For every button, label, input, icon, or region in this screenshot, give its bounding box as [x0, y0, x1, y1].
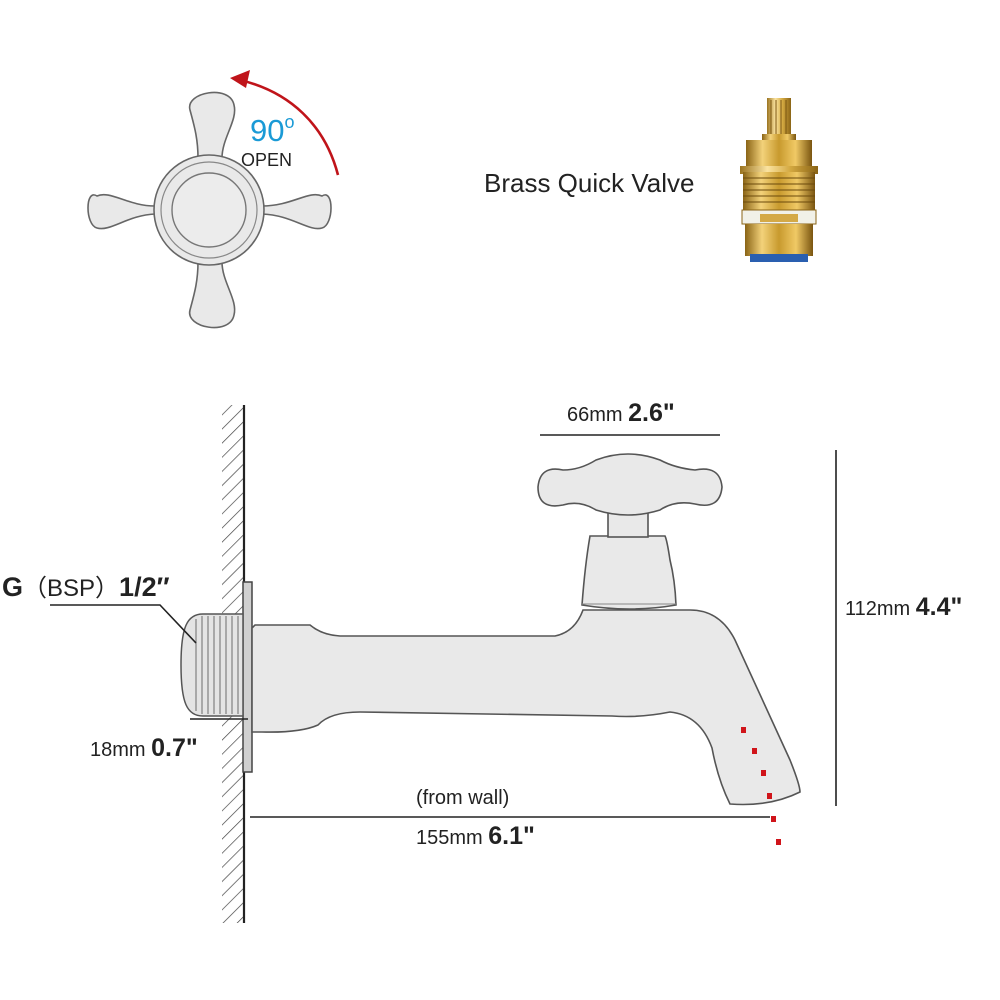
- degree-mark: o: [284, 112, 295, 132]
- open-label: OPEN: [241, 150, 293, 170]
- thread-leader-line: [50, 604, 197, 644]
- height-dimension: 112mm 4.4": [845, 593, 962, 622]
- wall-flange: [242, 581, 253, 773]
- thread-standard: （BSP）: [23, 575, 120, 602]
- thread-length-metric: 18mm: [90, 739, 146, 761]
- faucet-side-view: [251, 453, 801, 806]
- cross-handle-top-view-icon: [87, 91, 332, 329]
- thread-prefix: G: [2, 572, 24, 602]
- angle-value: 90: [250, 113, 285, 148]
- angle-label: 90o: [250, 112, 295, 149]
- height-imperial: 4.4": [915, 593, 963, 621]
- height-metric: 112mm: [845, 598, 911, 620]
- thread-length-dimension: 18mm 0.7": [90, 734, 198, 763]
- reach-metric: 155mm: [416, 827, 483, 849]
- thread-spec: G（BSP）1/2″: [2, 568, 170, 603]
- reach-dimension: 155mm 6.1": [416, 822, 535, 851]
- thread-size: 1/2″: [119, 572, 170, 602]
- rotate-open-arrow-icon: [230, 70, 340, 176]
- handle-width-dimension: 66mm 2.6": [567, 399, 675, 428]
- dimension-lines: [50, 434, 837, 818]
- handle-width-imperial: 2.6": [628, 399, 675, 427]
- valve-label: Brass Quick Valve: [484, 168, 695, 198]
- reach-note: (from wall): [416, 787, 510, 809]
- threaded-inlet: [180, 613, 244, 717]
- brass-valve-icon: [740, 98, 818, 262]
- water-flow-dots: [741, 727, 781, 845]
- handle-width-metric: 66mm: [567, 404, 623, 426]
- reach-imperial: 6.1": [488, 822, 535, 850]
- thread-length-imperial: 0.7": [151, 734, 198, 762]
